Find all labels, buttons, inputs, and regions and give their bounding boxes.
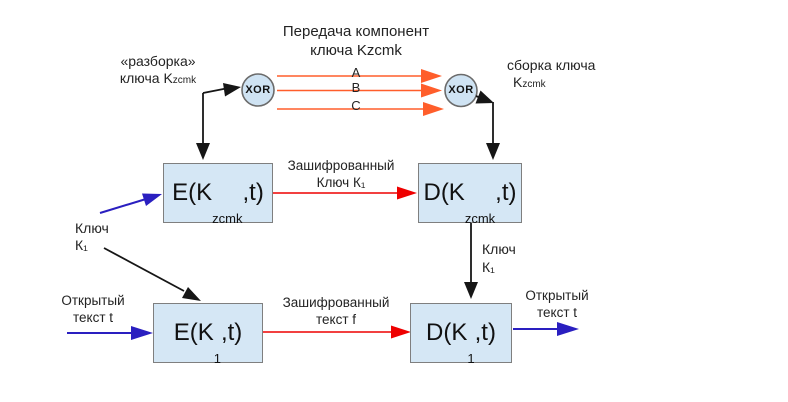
plaintext-out-label: Открытый текст t: [525, 288, 589, 320]
plaintext-in-arrow: [67, 326, 153, 340]
key-k1-to-bottom-encryptor-arrow: [103, 247, 201, 301]
xor-right-label: XOR: [448, 84, 474, 96]
encrypted-key-arrow: [273, 186, 417, 200]
disassembly-line-1: «разборка»: [120, 53, 196, 69]
encrypted-text-label: Зашифрованный текст f: [282, 295, 390, 327]
diagram-title: Передача компонент ключа Kzcmk: [246, 22, 466, 60]
assembly-line-2: Kzcmk: [513, 74, 546, 90]
xor-left-label: XOR: [245, 84, 271, 96]
plaintext-out-arrow: [513, 322, 579, 336]
key-split-arrow-left: [196, 83, 241, 160]
key-k1-left-label: Ключ К₁: [75, 220, 109, 253]
xor-left-circle: [241, 73, 275, 107]
key-disassembly-label: «разборка» ключа Kzcmk: [88, 53, 228, 89]
key-k1-right-label: Ключ К₁: [482, 241, 516, 275]
xor-output-arrow-right: [475, 90, 500, 160]
key-k1-to-encryptor-arrow: [99, 193, 162, 214]
title-line-1: Передача компонент: [282, 23, 430, 40]
encrypted-key-label: Зашифрованный Ключ К₁: [275, 157, 407, 191]
key-assembly-label: сборка ключа Kzcmk: [507, 57, 627, 93]
channel-arrow-a: [277, 69, 442, 83]
key-k1-down-arrow: [464, 223, 478, 299]
xor-right-circle: [444, 73, 478, 108]
channel-arrow-b: [277, 83, 442, 98]
encrypted-key-line-2: Ключ К₁: [316, 175, 366, 190]
channel-label-b: B: [351, 80, 361, 95]
encrypted-text-arrow: [263, 325, 411, 339]
title-line-2: ключа Kzcmk: [310, 42, 402, 59]
disassembly-line-2: ключа Kzcmk: [119, 70, 197, 86]
assembly-line-1: сборка ключа: [507, 57, 596, 73]
channel-label-c: C: [351, 98, 361, 113]
plaintext-in-label: Открытый текст t: [61, 293, 125, 325]
encrypted-key-line-1: Зашифрованный: [287, 158, 395, 173]
channel-arrow-c: [277, 102, 444, 116]
channel-label-a: A: [351, 65, 361, 80]
